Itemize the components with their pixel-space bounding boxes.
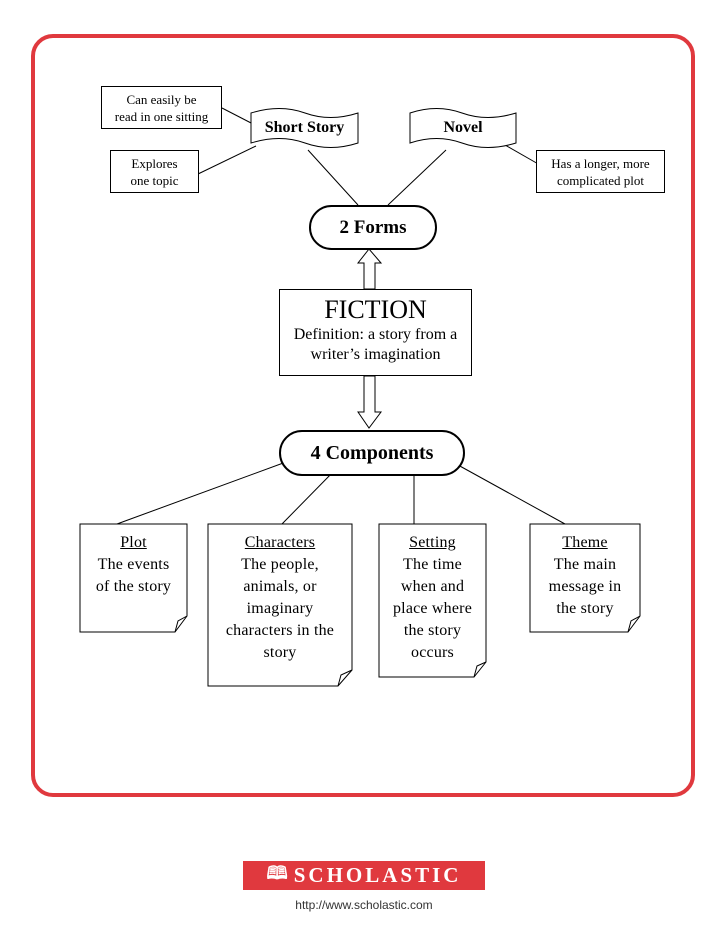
component-text: story	[263, 644, 297, 661]
note-line: one topic	[130, 173, 179, 188]
component-text: The main	[553, 556, 617, 573]
plot-card-shape	[79, 523, 188, 633]
fiction-definition-line1: Definition: a story from a	[293, 326, 458, 343]
component-heading: Plot	[120, 534, 147, 551]
component-text: message in	[548, 578, 622, 595]
scholastic-logo[interactable]: 🕮 SCHOLASTIC	[243, 861, 485, 890]
component-text: of the story	[95, 578, 172, 595]
component-theme: Theme The main message in the story	[530, 532, 640, 620]
up-arrow-icon	[356, 248, 383, 290]
open-book-icon: 🕮	[266, 862, 288, 883]
footer-url-link[interactable]: http://www.scholastic.com	[295, 898, 433, 912]
note-line: Explores	[131, 156, 178, 171]
fiction-definition-line2: writer’s imagination	[310, 346, 441, 363]
short-story-note-topic: Explores one topic	[110, 150, 199, 193]
short-story-note-sitting: Can easily be read in one sitting	[101, 86, 222, 129]
component-text: The people,	[241, 556, 319, 573]
component-text: characters in the	[225, 622, 335, 639]
novel-label: Novel	[443, 119, 483, 136]
component-text: place where	[392, 600, 473, 617]
forms-oval: 2 Forms	[309, 205, 437, 250]
characters-card-shape	[207, 523, 353, 687]
down-arrow-icon	[357, 375, 382, 429]
note-line: read in one sitting	[114, 109, 209, 124]
fiction-box: FICTION Definition: a story from a write…	[279, 289, 472, 376]
theme-card-shape	[529, 523, 641, 633]
novel-banner-shape	[409, 108, 517, 148]
component-text: The events	[97, 556, 170, 573]
component-text: occurs	[411, 644, 454, 661]
note-line: complicated plot	[556, 173, 644, 188]
component-text: the story	[556, 600, 614, 617]
component-setting: Setting The time when and place where th…	[379, 532, 486, 664]
component-plot: Plot The events of the story	[80, 532, 187, 598]
logo-text: SCHOLASTIC	[293, 863, 462, 887]
component-text: when and	[400, 578, 465, 595]
note-line: Can easily be	[126, 92, 197, 107]
short-story-banner-shape	[250, 108, 359, 148]
component-heading: Theme	[562, 534, 608, 551]
setting-card-shape	[378, 523, 487, 678]
novel-note-plot: Has a longer, more complicated plot	[536, 150, 665, 193]
components-oval: 4 Components	[279, 430, 465, 476]
component-text: The time	[403, 556, 462, 573]
page-frame	[31, 34, 695, 797]
component-text: the story	[403, 622, 462, 639]
note-line: Has a longer, more	[551, 156, 650, 171]
component-heading: Characters	[244, 534, 316, 551]
short-story-label: Short Story	[264, 119, 345, 136]
component-text: imaginary	[246, 600, 314, 617]
component-characters: Characters The people, animals, or imagi…	[208, 532, 352, 664]
component-text: animals, or	[243, 578, 317, 595]
fiction-title: FICTION	[324, 295, 427, 324]
component-heading: Setting	[409, 534, 456, 551]
